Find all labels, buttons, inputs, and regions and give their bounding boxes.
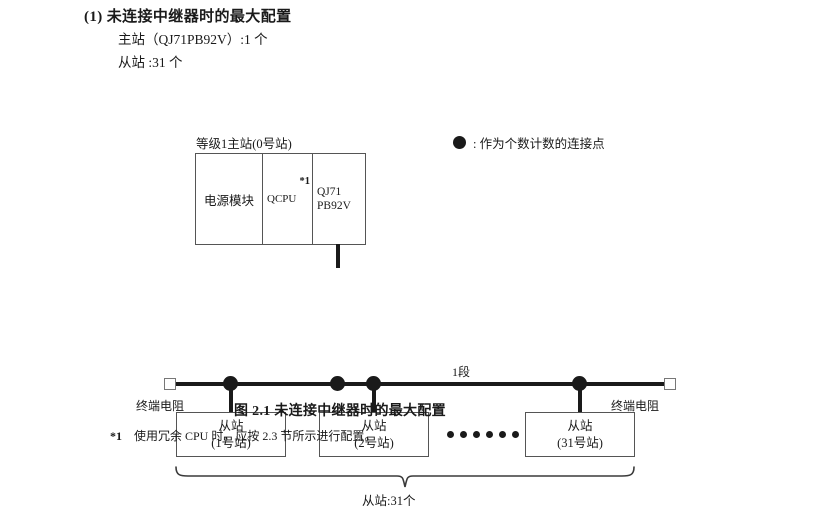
slave-31-name: 从站 (567, 418, 593, 433)
rack-cell-power-supply: 电源模块 (196, 154, 263, 244)
slave-2-station: (2号站) (354, 435, 394, 450)
slave-31-station: (31号站) (557, 435, 603, 450)
legend-text: : 作为个数计数的连接点 (473, 133, 605, 152)
terminator-left (164, 378, 176, 390)
connection-node-master (330, 376, 345, 391)
legend: : 作为个数计数的连接点 (453, 133, 605, 152)
filled-circle-icon (453, 136, 466, 149)
rack-cell-master-module: QJ71 PB92V (313, 154, 367, 244)
stub-slave-1 (229, 384, 233, 414)
slave-1-name: 从站 (218, 418, 244, 433)
footnote: *1 使用冗余 CPU 时，应按 2.3 节所示进行配置。 (110, 427, 376, 444)
connection-node-2 (366, 376, 381, 391)
power-supply-label: 电源模块 (203, 193, 254, 208)
master-rack: 电源模块 QCPU *1 QJ71 PB92V (195, 153, 366, 245)
ellipsis-dot (460, 431, 467, 438)
ellipsis-dot (486, 431, 493, 438)
stub-slave-3 (578, 384, 582, 414)
master-rack-title: 等级1主站(0号站) (196, 137, 292, 151)
slave-count-label: 从站:31个 (362, 494, 416, 508)
ellipsis-dots (447, 431, 519, 438)
spec-line-slave: 从站 :31 个 (118, 55, 183, 70)
footnote-marker: *1 (110, 429, 122, 443)
section-title: 未连接中继器时的最大配置 (106, 9, 292, 25)
heading-block: (1)未连接中继器时的最大配置 主站（QJ71PB92V）:1 个 从站 :31… (84, 6, 724, 74)
bus-trunk-line (170, 382, 670, 386)
master-module-label-line2: PB92V (317, 200, 351, 212)
connection-node-1 (223, 376, 238, 391)
stub-master-drop (336, 244, 340, 268)
qcpu-footnote-marker: *1 (299, 176, 311, 187)
section-heading: (1)未连接中继器时的最大配置 (84, 6, 724, 28)
stub-slave-2 (372, 384, 376, 414)
rack-cell-qcpu: QCPU *1 (263, 154, 313, 244)
spec-line-master: 主站（QJ71PB92V）:1 个 (118, 32, 268, 47)
slave-2-name: 从站 (361, 418, 387, 433)
section-number: (1) (84, 9, 103, 25)
ellipsis-dot (512, 431, 519, 438)
legend-description: 作为个数计数的连接点 (479, 137, 605, 151)
terminator-left-label: 终端电阻 (136, 399, 185, 413)
qcpu-label: QCPU (267, 193, 297, 205)
terminator-right (664, 378, 676, 390)
ellipsis-dot (473, 431, 480, 438)
slave-count-brace (175, 466, 635, 488)
ellipsis-dot (447, 431, 454, 438)
figure-caption: 图 2.1 未连接中继器时的最大配置 (234, 404, 446, 419)
slave-1-station: (1号站) (211, 435, 251, 450)
slave-station-box-2: 从站 (2号站) (319, 412, 429, 457)
ellipsis-dot (499, 431, 506, 438)
network-configuration-diagram: 等级1主站(0号站) 电源模块 QCPU *1 QJ71 PB92V : 作为个… (0, 120, 821, 508)
slave-station-box-31: 从站 (31号站) (525, 412, 635, 457)
footnote-text: 使用冗余 CPU 时，应按 2.3 节所示进行配置。 (134, 429, 377, 443)
terminator-right-label: 终端电阻 (611, 399, 660, 413)
legend-separator: : (473, 137, 477, 151)
connection-node-3 (572, 376, 587, 391)
segment-label: 1段 (452, 365, 471, 379)
slave-station-box-1: 从站 (1号站) (176, 412, 286, 457)
master-module-label-line1: QJ71 (317, 186, 342, 198)
